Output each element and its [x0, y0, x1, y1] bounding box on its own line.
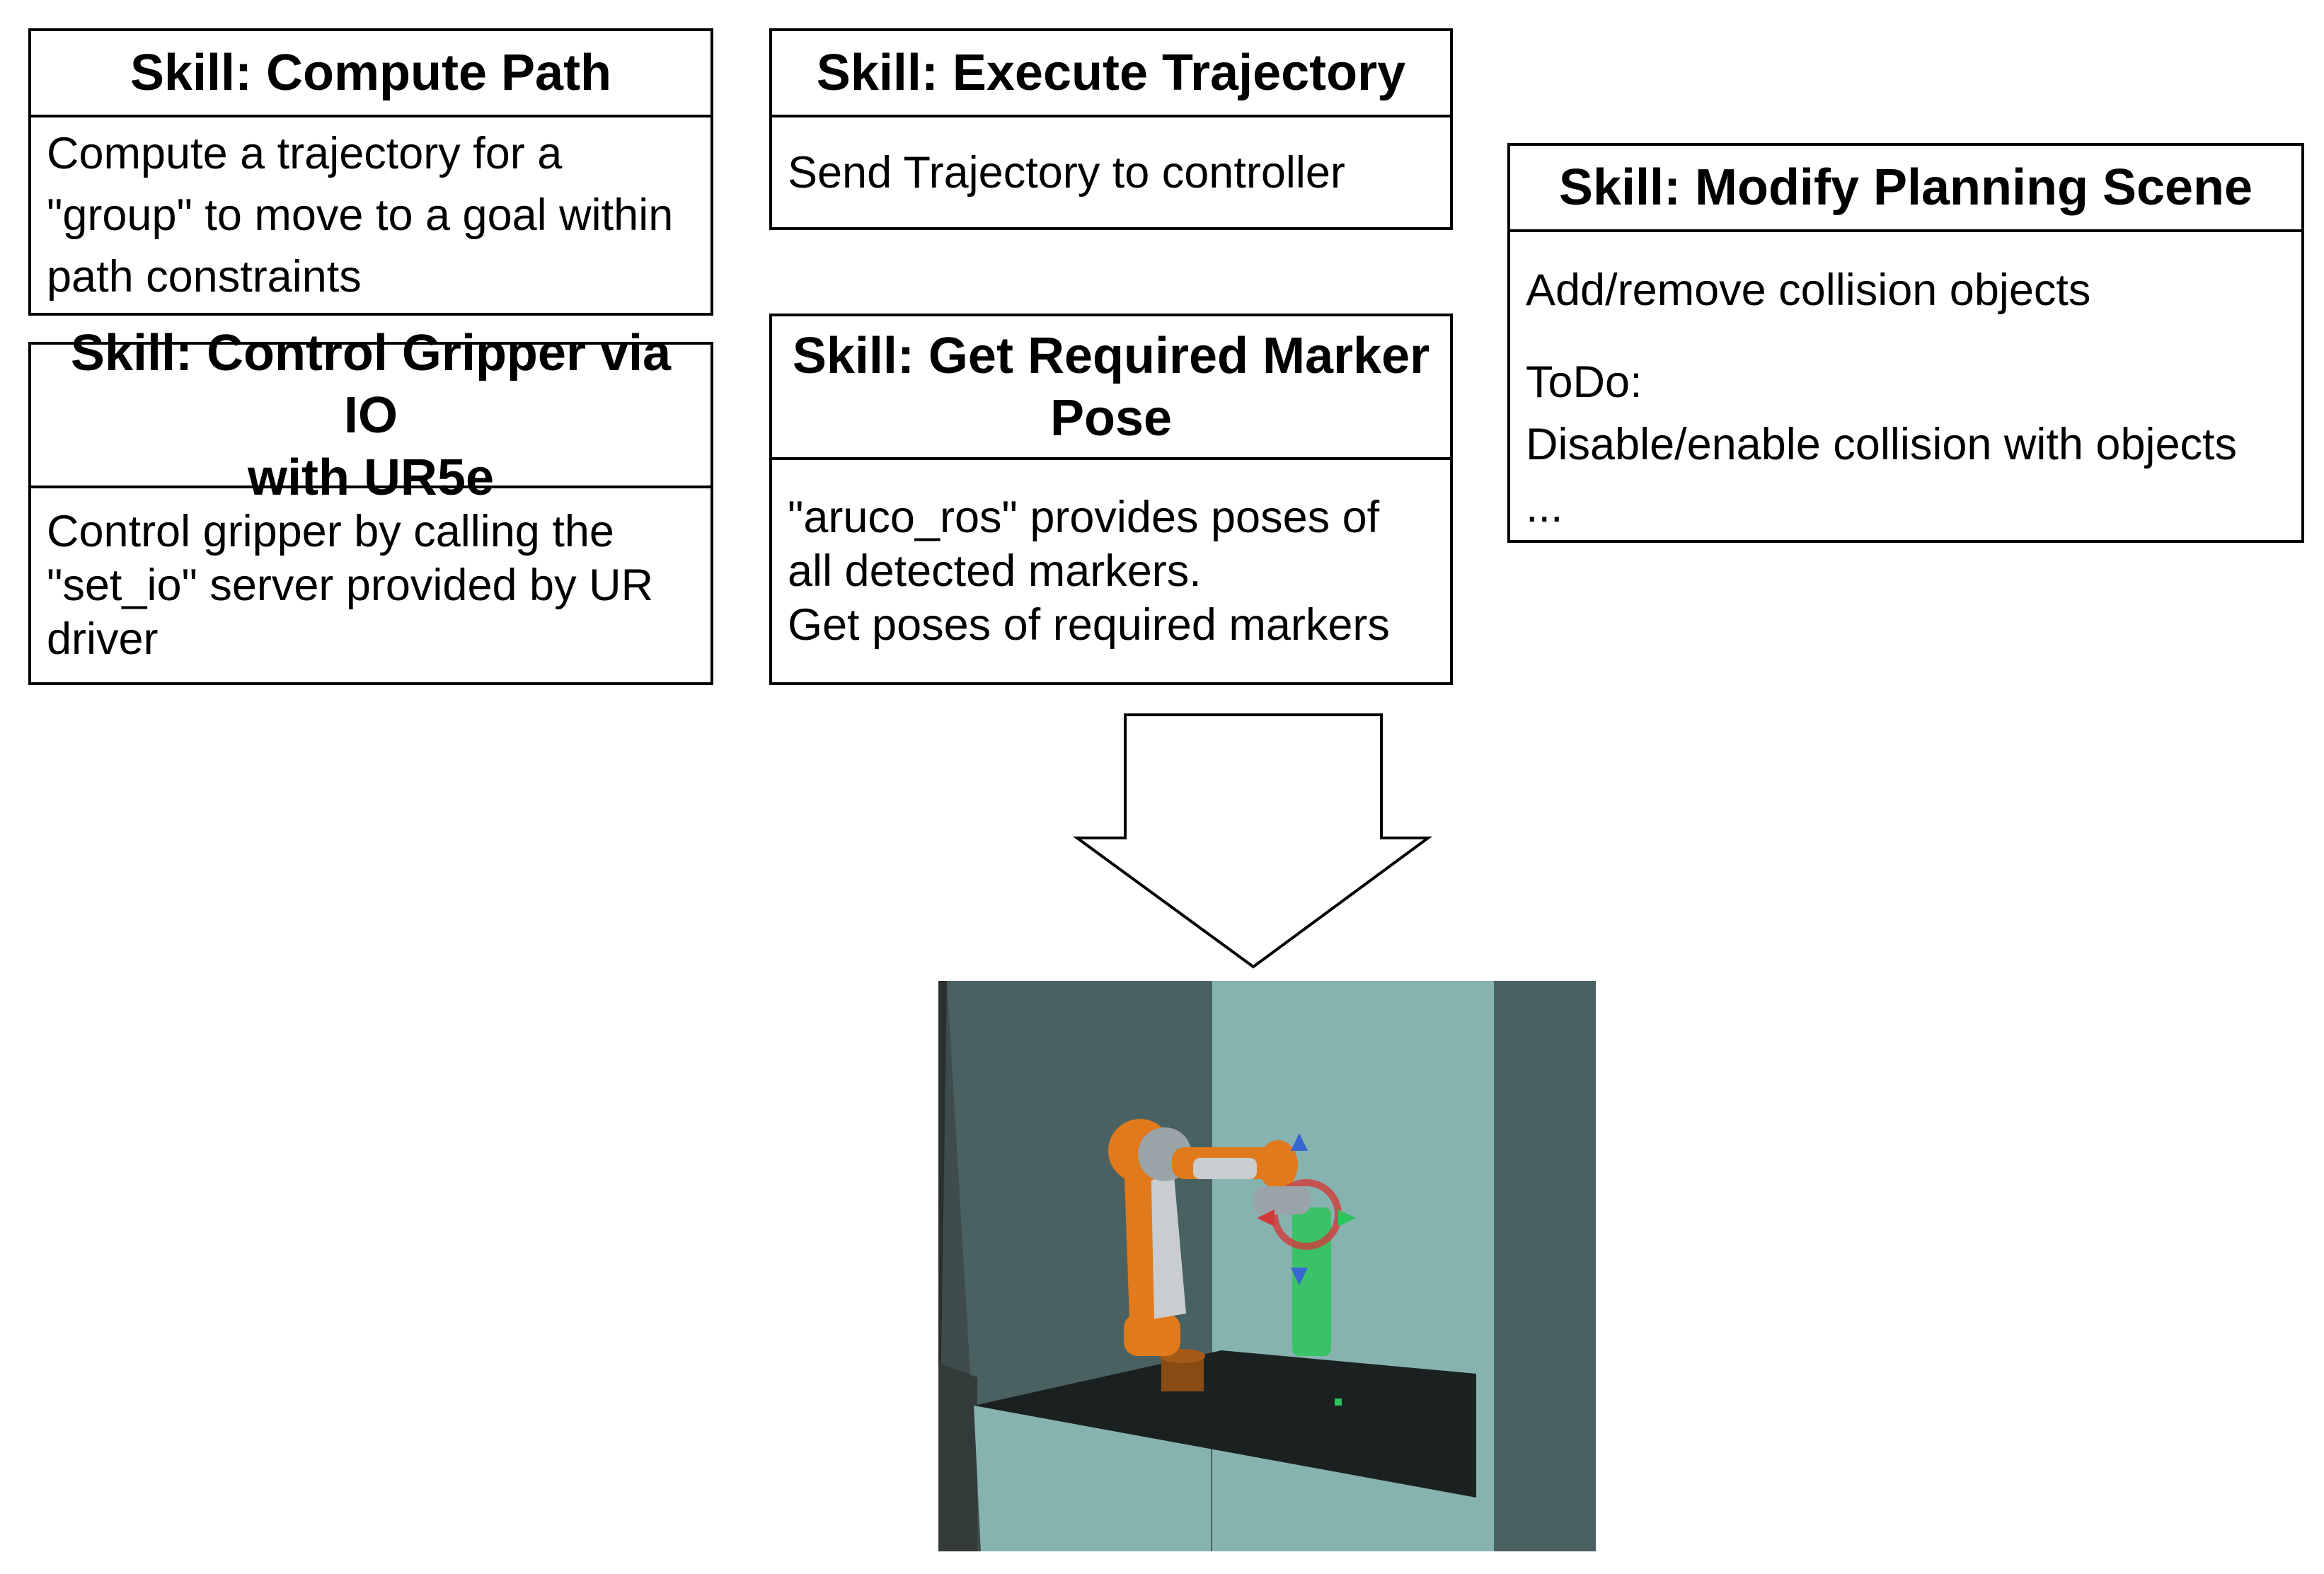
description-line: "set_io" server provided by UR	[47, 561, 654, 610]
description-line: "aruco_ros" provides poses of	[788, 493, 1380, 542]
description-line: driver	[47, 614, 159, 664]
skill-execute-trajectory-title: Skill: Execute Trajectory	[772, 31, 1450, 117]
description-line: "group" to move to a goal within	[47, 190, 674, 240]
description-line: Control gripper by calling the	[47, 507, 614, 556]
skill-compute-path-description: Compute a trajectory for a "group" to mo…	[31, 117, 711, 313]
description-line: path constraints	[47, 251, 362, 301]
todo-item: Disable/enable collision with objects	[1526, 420, 2238, 469]
skill-get-marker-pose-description: "aruco_ros" provides poses of all detect…	[772, 460, 1450, 682]
description-line: Send Trajectory to controller	[788, 147, 1345, 197]
todo-ellipsis: ...	[1526, 482, 1563, 532]
title-line: Pose	[1049, 389, 1173, 447]
skill-compute-path-title: Skill: Compute Path	[31, 31, 711, 117]
skill-compute-path-box: Skill: Compute Path Compute a trajectory…	[28, 28, 713, 316]
title-line: Skill: Control Gripper via IO	[70, 324, 672, 444]
skill-control-gripper-title: Skill: Control Gripper via IO with UR5e	[31, 325, 711, 506]
skill-modify-planning-scene-title: Skill: Modify Planning Scene	[1510, 146, 2301, 232]
skill-get-marker-pose-title: Skill: Get Required Marker Pose	[772, 316, 1450, 460]
title-line: with UR5e	[247, 449, 495, 506]
skill-execute-trajectory-description: Send Trajectory to controller	[772, 117, 1450, 227]
description-line: Add/remove collision objects	[1526, 265, 2091, 315]
description-line: all detected markers.	[788, 546, 1202, 596]
skill-get-marker-pose-box: Skill: Get Required Marker Pose "aruco_r…	[769, 314, 1453, 685]
title-line: Skill: Get Required Marker	[792, 327, 1430, 384]
todo-heading: ToDo:	[1526, 357, 1643, 407]
description-line: Compute a trajectory for a	[47, 128, 563, 178]
down-arrow-icon	[1072, 713, 1433, 969]
skill-control-gripper-box: Skill: Control Gripper via IO with UR5e …	[28, 325, 713, 685]
skill-control-gripper-description: Control gripper by calling the "set_io" …	[31, 488, 711, 682]
description-line: Get poses of required markers	[788, 600, 1390, 650]
skill-execute-trajectory-box: Skill: Execute Trajectory Send Trajector…	[769, 28, 1453, 230]
skill-modify-planning-scene-description: Add/remove collision objects ToDo: Disab…	[1510, 232, 2301, 540]
skill-modify-planning-scene-box: Skill: Modify Planning Scene Add/remove …	[1507, 143, 2304, 543]
robot-arm-scene-image	[938, 981, 1596, 1551]
